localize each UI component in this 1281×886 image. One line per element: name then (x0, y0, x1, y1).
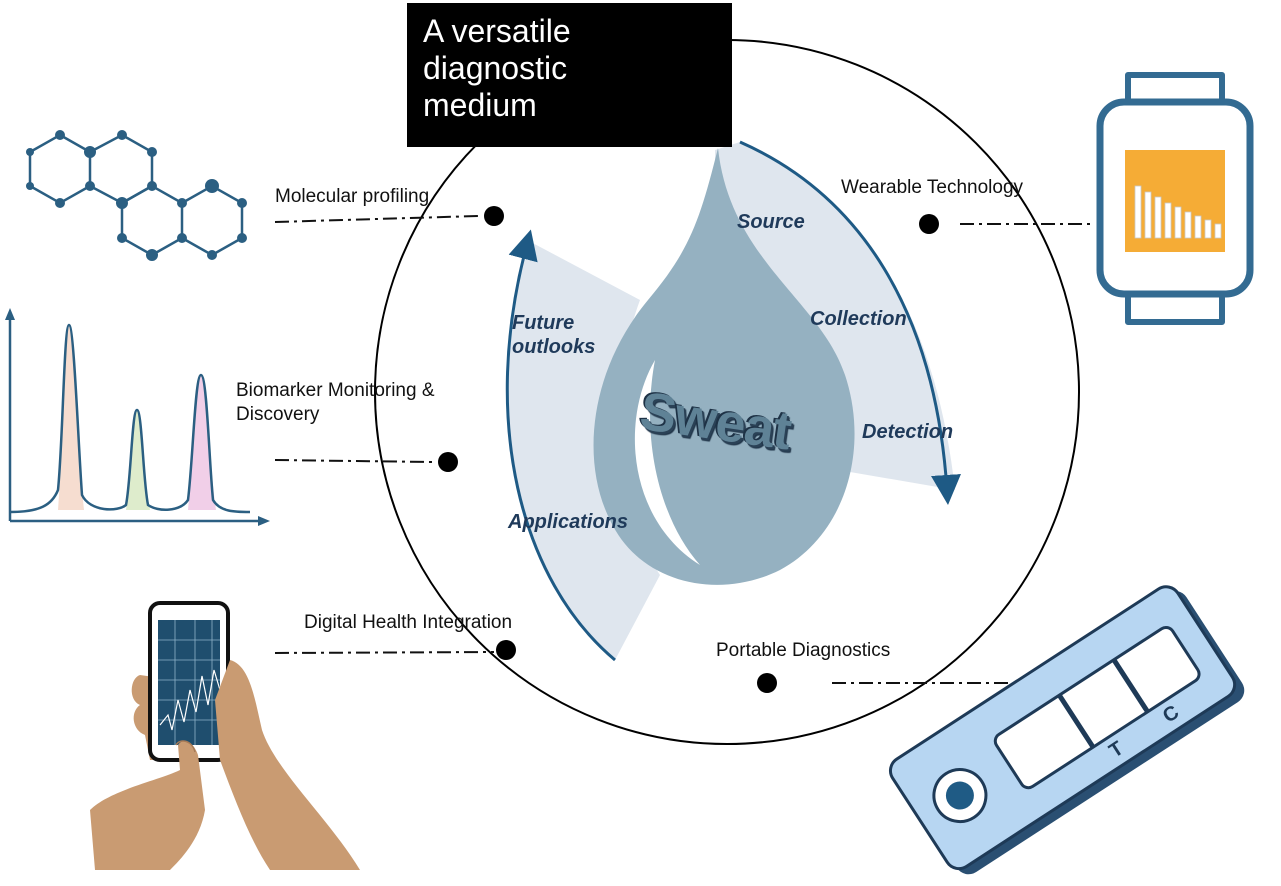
chromatogram-icon (5, 308, 270, 526)
stage-source: Source (737, 211, 805, 233)
sweat-drop-highlight (634, 360, 700, 565)
workflow-arrow-left (505, 229, 616, 662)
topic-digital-health: Digital Health Integration (304, 612, 513, 633)
workflow-arc-right (715, 142, 955, 490)
workflow-arrow-right (739, 140, 961, 505)
test-strip-icon: T C (888, 585, 1245, 875)
topic-portable: Portable Diagnostics (716, 640, 891, 661)
molecule-atoms (26, 130, 247, 261)
stage-future-outlooks: Future outlooks (512, 312, 596, 358)
stage-detection: Detection (862, 421, 954, 443)
topic-wearable: Wearable Technology (841, 177, 1024, 198)
topic-biomarker: Biomarker Monitoring & Discovery (236, 380, 435, 425)
smartwatch-icon (1096, 72, 1254, 325)
connector-dots (438, 206, 939, 693)
stage-collection: Collection (810, 308, 907, 330)
molecule-icon (28, 133, 244, 257)
connectors (274, 215, 1095, 684)
title-box: A versatile diagnostic medium (407, 3, 732, 147)
sweat-drop-shape (593, 148, 855, 585)
stage-applications: Applications (508, 511, 629, 533)
topic-molecular-profiling: Molecular profiling (275, 186, 430, 207)
diagram-title: A versatile diagnostic medium (423, 13, 571, 123)
smartphone-hand-icon (90, 601, 360, 870)
